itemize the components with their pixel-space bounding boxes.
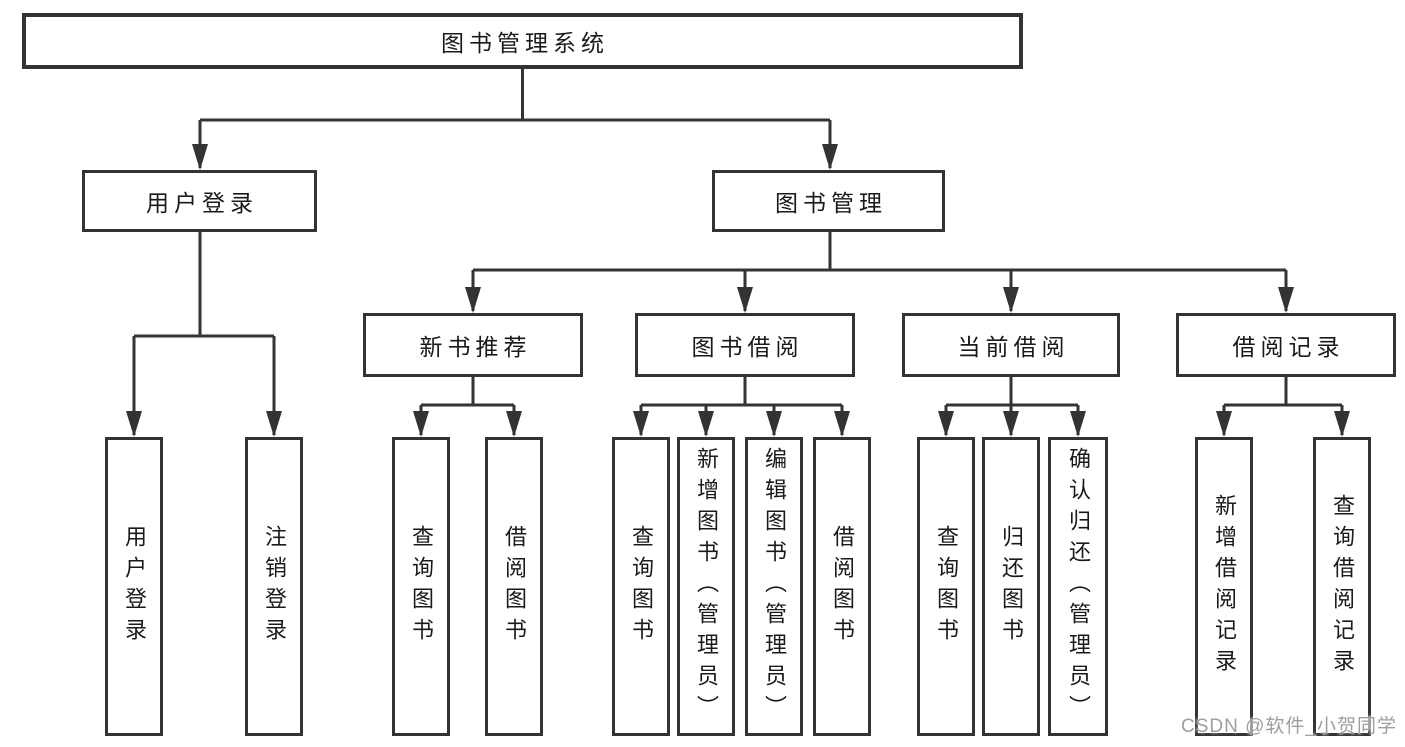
arrowhead-icon: [822, 144, 838, 170]
leaf-current-confirm-return-admin: 确认归还（管理员）: [1048, 437, 1108, 736]
node-borrow-records: 借阅记录: [1176, 313, 1396, 377]
leaf-borrow-add-books-admin: 新增图书（管理员）: [677, 437, 735, 736]
leaf-borrow-edit-books-admin-label: 编辑图书（管理员）: [762, 447, 787, 726]
csdn-watermark: CSDN @软件_小贺同学: [1181, 716, 1397, 737]
node-current-borrow: 当前借阅: [902, 313, 1120, 377]
leaf-newrec-borrow-books: 借阅图书: [485, 437, 543, 736]
leaf-borrow-edit-books-admin: 编辑图书（管理员）: [745, 437, 803, 736]
trunk-root: [198, 68, 832, 168]
node-user-login: 用户登录: [82, 170, 317, 232]
arrowhead-icon: [938, 411, 954, 437]
leaf-borrow-query-books-label: 查询图书: [629, 524, 654, 649]
arrowhead-icon: [1003, 411, 1019, 437]
node-new-book-rec: 新书推荐: [363, 313, 583, 377]
node-borrow-records-label: 借阅记录: [1232, 334, 1345, 360]
arrowhead-icon: [766, 411, 782, 437]
leaf-borrow-query-books: 查询图书: [612, 437, 670, 736]
leaf-current-return-books: 归还图书: [982, 437, 1040, 736]
connector-paths: [132, 68, 1344, 435]
arrowhead-icon: [1334, 411, 1350, 437]
node-book-borrow-label: 图书借阅: [691, 334, 804, 360]
arrowhead-icon: [1003, 287, 1019, 313]
leaf-borrow-borrow-books-label: 借阅图书: [830, 524, 855, 649]
leaf-borrow-add-books-admin-label: 新增图书（管理员）: [694, 447, 719, 726]
arrowhead-icon: [413, 411, 429, 437]
node-user-login-label: 用户登录: [146, 190, 258, 216]
branch-book-mgmt: [471, 232, 1288, 311]
node-book-mgmt: 图书管理: [712, 170, 945, 232]
leaf-borrow-borrow-books: 借阅图书: [813, 437, 871, 736]
leaf-current-confirm-return-admin-label: 确认归还（管理员）: [1066, 447, 1091, 726]
leaf-current-query-books: 查询图书: [917, 437, 975, 736]
arrowhead-icon: [1216, 411, 1232, 437]
leaf-current-return-books-label: 归还图书: [999, 524, 1024, 649]
leaf-records-add-record: 新增借阅记录: [1195, 437, 1253, 736]
arrowhead-icon: [698, 411, 714, 437]
node-root-label: 图书管理系统: [441, 30, 609, 56]
arrowhead-icon: [834, 411, 850, 437]
leaf-records-add-record-label: 新增借阅记录: [1212, 493, 1237, 680]
branch-borrow-records: [1222, 377, 1344, 435]
node-book-mgmt-label: 图书管理: [775, 190, 887, 216]
leaf-logout: 注销登录: [245, 437, 303, 736]
leaf-newrec-query-books-label: 查询图书: [409, 524, 434, 649]
leaf-logout-label: 注销登录: [262, 524, 287, 649]
leaf-newrec-query-books: 查询图书: [392, 437, 450, 736]
leaf-newrec-borrow-books-label: 借阅图书: [502, 524, 527, 649]
arrowhead-icon: [1070, 411, 1086, 437]
arrowheads: [126, 144, 1350, 437]
arrowhead-icon: [192, 144, 208, 170]
branch-user-login: [132, 232, 276, 435]
leaf-records-query-record-label: 查询借阅记录: [1330, 493, 1355, 680]
node-book-borrow: 图书借阅: [635, 313, 855, 377]
arrowhead-icon: [266, 411, 282, 437]
branch-new-book-rec: [419, 377, 516, 435]
arrowhead-icon: [506, 411, 522, 437]
arrowhead-icon: [465, 287, 481, 313]
leaf-user-login: 用户登录: [105, 437, 163, 736]
arrowhead-icon: [126, 411, 142, 437]
leaf-user-login-label: 用户登录: [122, 524, 147, 649]
leaf-current-query-books-label: 查询图书: [934, 524, 959, 649]
leaf-records-query-record: 查询借阅记录: [1313, 437, 1371, 736]
arrowhead-icon: [1278, 287, 1294, 313]
node-root: 图书管理系统: [22, 13, 1023, 69]
node-new-book-rec-label: 新书推荐: [419, 334, 532, 360]
arrowhead-icon: [737, 287, 753, 313]
node-current-borrow-label: 当前借阅: [957, 334, 1070, 360]
branch-book-borrow: [639, 377, 844, 435]
arrowhead-icon: [633, 411, 649, 437]
